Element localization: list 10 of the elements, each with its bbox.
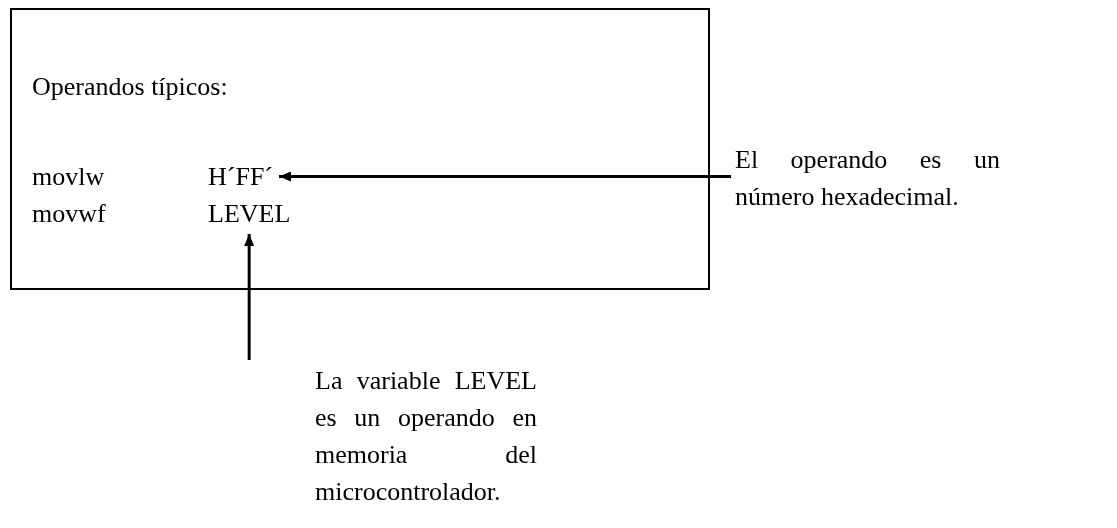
instruction-text: movlw xyxy=(32,161,105,193)
instruction-text: movwf xyxy=(32,198,106,230)
operand-text: LEVEL xyxy=(208,195,291,232)
arrow xyxy=(244,234,255,360)
box-heading: Operandos típicos: xyxy=(32,71,228,103)
frame-box xyxy=(10,8,710,290)
operand-text: H´FF´ xyxy=(208,158,273,195)
callout-text: El operando es un número hexadecimal. xyxy=(735,141,1000,215)
arrow xyxy=(279,171,731,182)
callout-text: La variable LEVEL es un operando en memoria del microcontrolador. xyxy=(315,362,537,510)
